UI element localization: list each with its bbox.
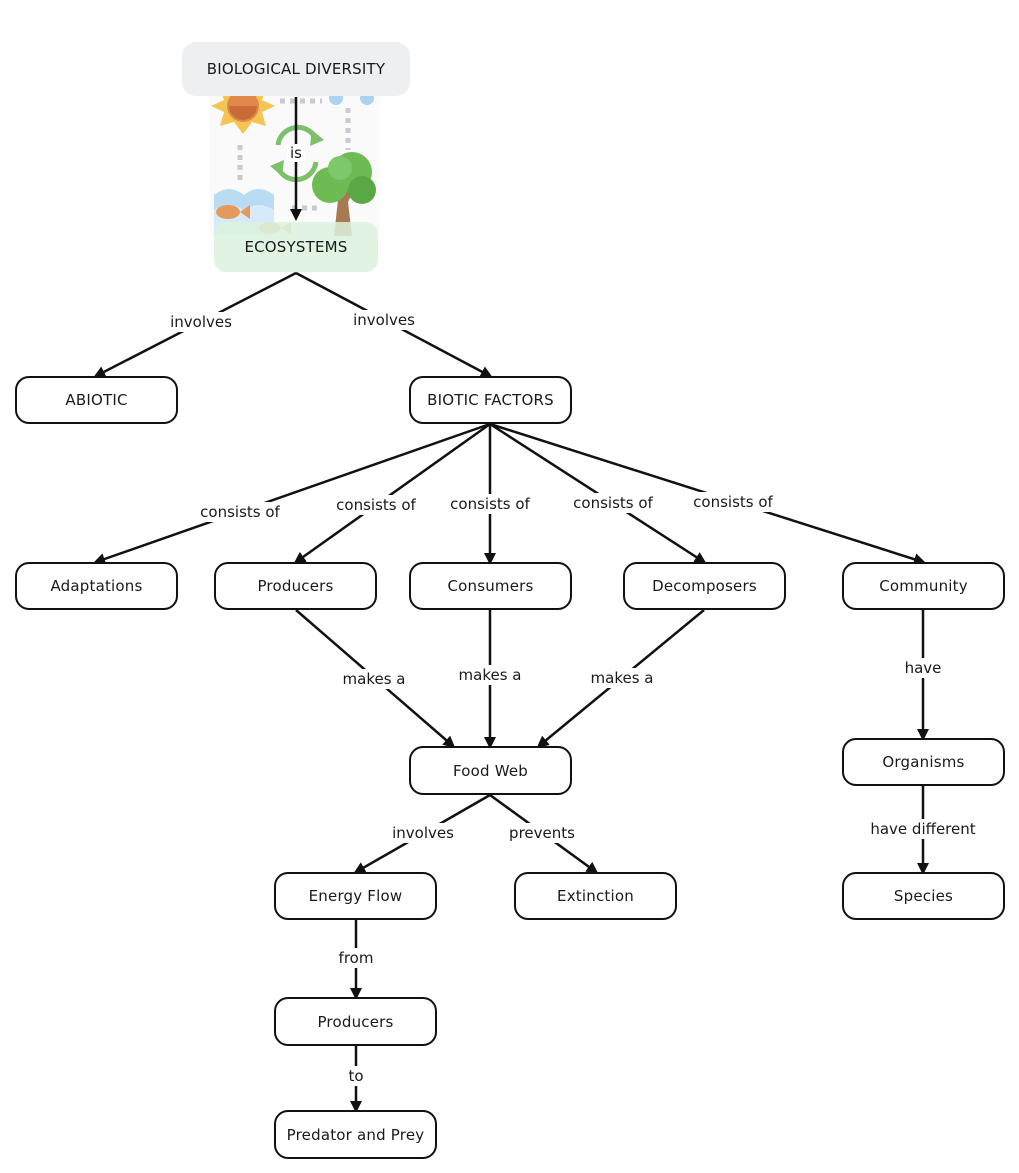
node-ecosystems[interactable]: ECOSYSTEMS: [214, 222, 378, 272]
edge-label-makes-a-consumers: makes a: [454, 665, 526, 685]
edge-label-have: have: [900, 658, 946, 678]
node-consumers[interactable]: Consumers: [409, 562, 572, 610]
edge-label-consists-of-producers: consists of: [332, 495, 420, 515]
node-food-web[interactable]: Food Web: [409, 746, 572, 795]
node-abiotic[interactable]: ABIOTIC: [15, 376, 178, 424]
node-adaptations[interactable]: Adaptations: [15, 562, 178, 610]
node-energy-flow[interactable]: Energy Flow: [274, 872, 437, 920]
edge-label-involves-energy: involves: [388, 823, 458, 843]
edge-label-have-different: have different: [866, 819, 980, 839]
title-biological-diversity: BIOLOGICAL DIVERSITY: [182, 42, 410, 96]
edge-label-from: from: [334, 948, 378, 968]
node-species[interactable]: Species: [842, 872, 1005, 920]
edge-label-is: is: [287, 144, 305, 162]
node-organisms[interactable]: Organisms: [842, 738, 1005, 786]
edge-label-to: to: [344, 1066, 368, 1086]
edge-label-involves-abiotic: involves: [166, 312, 236, 332]
node-predator-and-prey[interactable]: Predator and Prey: [274, 1110, 437, 1159]
edge-label-consists-of-consumers: consists of: [446, 494, 534, 514]
node-community[interactable]: Community: [842, 562, 1005, 610]
edge-label-makes-a-producers: makes a: [338, 669, 410, 689]
edge-label-involves-biotic: involves: [349, 310, 419, 330]
edge-label-consists-of-community: consists of: [689, 492, 777, 512]
edge-label-consists-of-adaptations: consists of: [196, 502, 284, 522]
edge-label-makes-a-decomposers: makes a: [586, 668, 658, 688]
edge-label-consists-of-decomposers: consists of: [569, 493, 657, 513]
node-extinction[interactable]: Extinction: [514, 872, 677, 920]
node-producers[interactable]: Producers: [214, 562, 377, 610]
edge-label-prevents: prevents: [505, 823, 579, 843]
node-biotic-factors[interactable]: BIOTIC FACTORS: [409, 376, 572, 424]
node-decomposers[interactable]: Decomposers: [623, 562, 786, 610]
node-producers-2[interactable]: Producers: [274, 997, 437, 1046]
